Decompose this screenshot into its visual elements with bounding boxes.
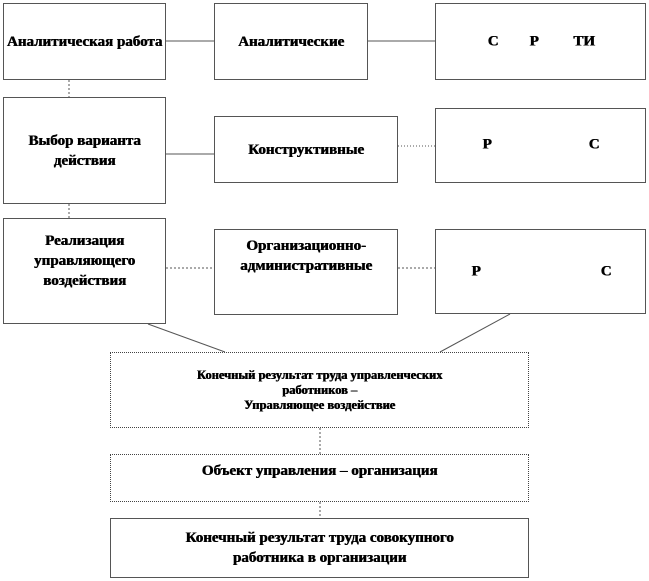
choice-box: Выбор варианта действия xyxy=(3,97,166,204)
total-result-line2: работника в организации xyxy=(232,550,407,566)
total-result-box: Конечный результат труда совокупного раб… xyxy=(110,518,529,578)
implementation-label: Реализация управляющего воздействия xyxy=(33,233,136,289)
total-result-line1: Конечный результат труда совокупного xyxy=(185,530,454,546)
row3-letter-2: С xyxy=(600,263,612,279)
analytic-work-label: Аналитическая работа xyxy=(6,33,163,50)
row3-box: Р С xyxy=(435,229,646,314)
labor-result-box: Конечный результат труда управленческих … xyxy=(110,352,529,428)
choice-label: Выбор варианта действия xyxy=(28,132,141,169)
labor-result-line1: Конечный результат труда управленческих xyxy=(196,367,443,382)
implementation-box: Реализация управляющего воздействия xyxy=(3,218,166,324)
analytic-label: Аналитические xyxy=(237,33,345,50)
row3-letter-1: Р xyxy=(471,263,481,279)
row1-letter-3: ТИ xyxy=(573,33,595,49)
org-admin-label: Организационно-административные xyxy=(239,238,373,274)
row1-letter-1: С xyxy=(487,33,499,49)
connector-implementation-to-result xyxy=(147,323,226,353)
row2-box: Р С xyxy=(435,108,646,183)
row1-letter-2: Р xyxy=(529,33,539,49)
connector-row3-to-result xyxy=(439,313,511,353)
row1-box: С Р ТИ xyxy=(435,3,646,80)
row2-letter-2: С xyxy=(588,136,600,153)
labor-result-line3: Управляющее воздействие xyxy=(243,397,396,412)
constructive-label: Конструктивные xyxy=(248,141,364,158)
analytic-work-box: Аналитическая работа xyxy=(3,3,166,80)
analytic-box: Аналитические xyxy=(214,3,368,80)
constructive-box: Конструктивные xyxy=(214,116,398,183)
org-admin-box: Организационно-административные xyxy=(214,229,398,315)
labor-result-line2: работников – xyxy=(281,382,358,397)
management-object-label: Объект управления – организация xyxy=(201,463,438,479)
row2-letter-1: Р xyxy=(482,136,492,153)
management-object-box: Объект управления – организация xyxy=(110,454,529,502)
